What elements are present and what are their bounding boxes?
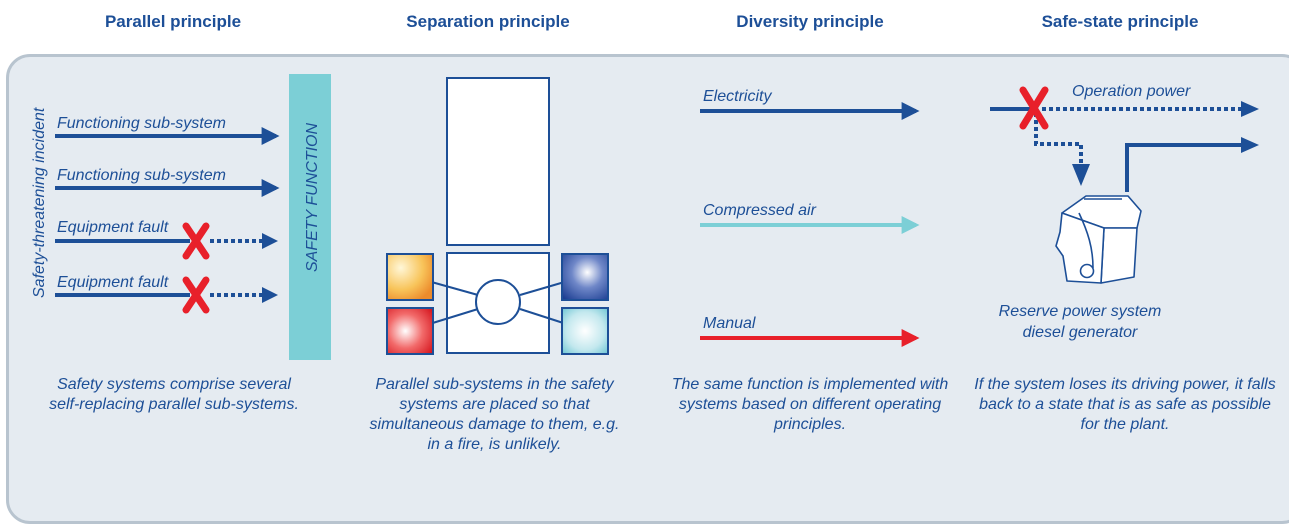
incident-label: Safety-threatening incident — [31, 107, 48, 298]
parallel-line-3-label: Equipment fault — [57, 219, 169, 236]
subsystem-box-blue — [561, 253, 609, 301]
header-parallel-principle: Parallel principle — [104, 12, 242, 31]
backup-dotted-path — [1034, 113, 1083, 164]
caption-safe-state: If the system loses its driving power, i… — [974, 376, 1276, 433]
principles-diagram: Safety-threatening incident SAFETY FUNCT… — [31, 74, 1259, 360]
power-cut-cross-icon — [1019, 86, 1049, 130]
header-separation-principle: Separation principle — [406, 12, 570, 31]
diversity-line-1-label: Electricity — [703, 88, 772, 105]
subsystem-box-red — [386, 307, 434, 355]
safety-function-label: SAFETY FUNCTION — [304, 123, 321, 272]
fault-cross-icon — [182, 276, 210, 314]
safety-function-bar — [289, 74, 331, 360]
caption-separation: Parallel sub-systems in the safety syste… — [369, 376, 620, 453]
header-diversity-principle: Diversity principle — [736, 12, 884, 31]
diversity-line-2-label: Compressed air — [703, 202, 817, 219]
subsystem-box-orange — [386, 253, 434, 301]
operation-power-arrowhead — [1241, 101, 1259, 117]
subsystem-box-teal — [561, 307, 609, 355]
diesel-generator-icon — [1055, 195, 1142, 284]
generator-label-line2: diesel generator — [1023, 324, 1138, 341]
parallel-line-2-label: Functioning sub-system — [57, 167, 226, 184]
backup-arrowhead — [1072, 164, 1090, 186]
caption-parallel: Safety systems comprise several self-rep… — [49, 376, 299, 413]
caption-diversity: The same function is implemented with sy… — [671, 376, 949, 433]
building-upper-block — [446, 77, 550, 246]
generator-output-line — [1125, 143, 1243, 192]
fault-cross-icon — [182, 222, 210, 260]
operation-power-label: Operation power — [1072, 83, 1191, 100]
header-safe-state-principle: Safe-state principle — [1041, 12, 1199, 31]
generator-label-line1: Reserve power system — [999, 303, 1162, 320]
parallel-line-4-arrowhead — [262, 287, 278, 303]
parallel-line-1-label: Functioning sub-system — [57, 115, 226, 132]
diversity-line-3-label: Manual — [703, 315, 756, 332]
generator-output-arrowhead — [1241, 137, 1259, 153]
parallel-line-4-label: Equipment fault — [57, 274, 169, 291]
parallel-line-3-arrowhead — [262, 233, 278, 249]
central-hub-circle — [475, 279, 521, 325]
